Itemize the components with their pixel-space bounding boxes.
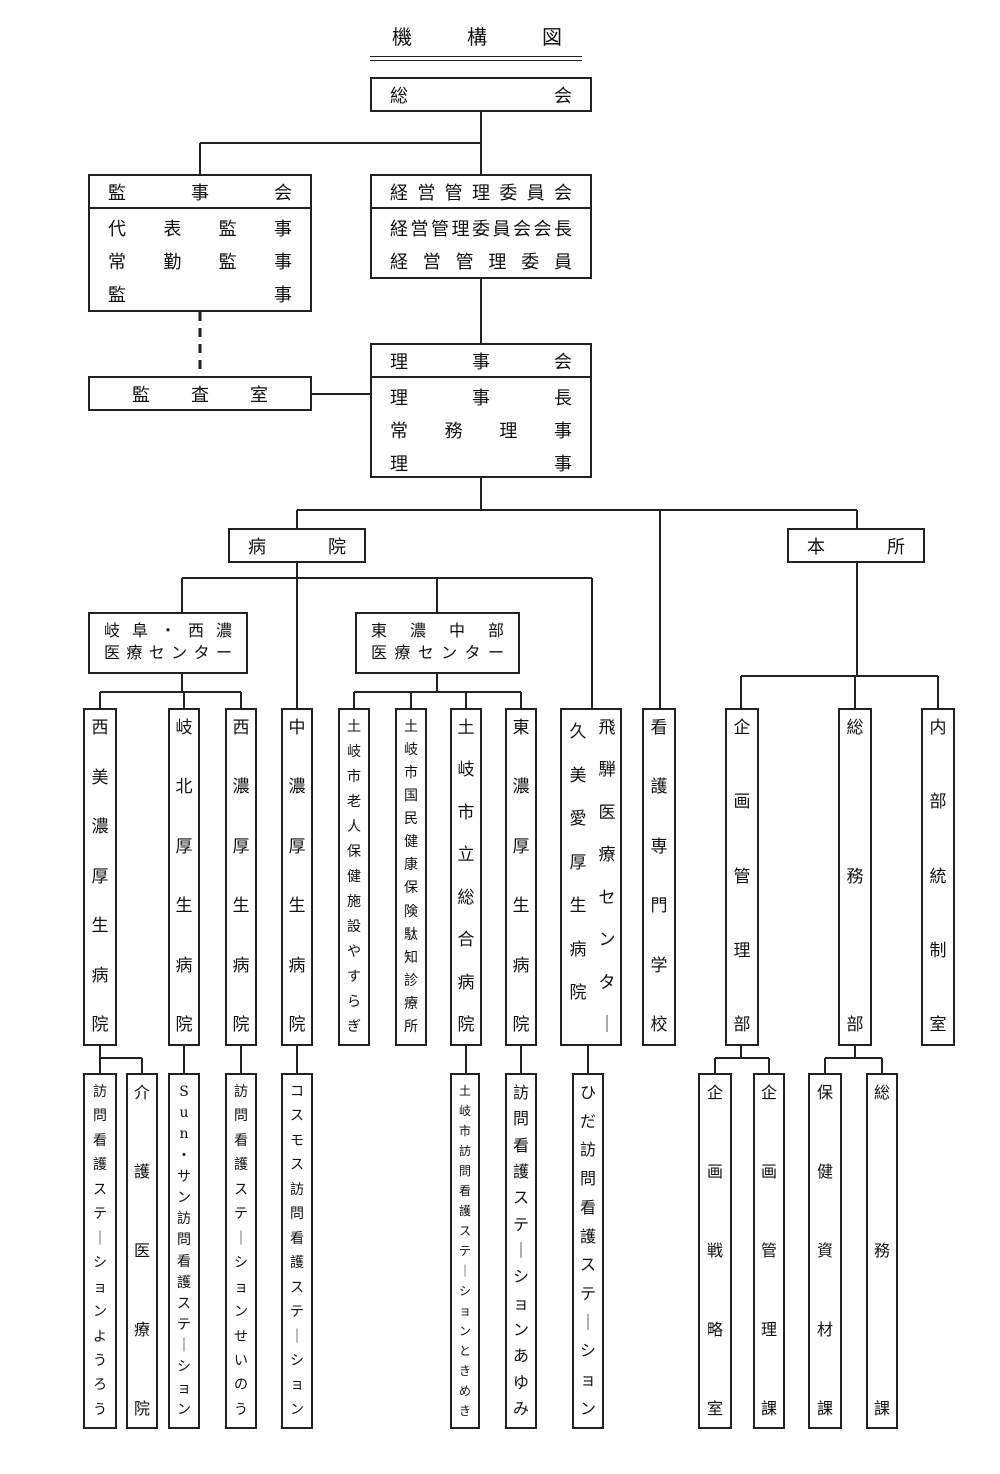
board-member: 常務理事 — [390, 420, 572, 442]
board-member: 理事 — [390, 453, 572, 475]
hospital-group-label: 病院 — [248, 536, 346, 558]
sub-unit-box: コスモス訪問看護ステ｜ション — [281, 1073, 313, 1429]
unit-box: 東濃厚生病院 — [505, 708, 537, 1046]
center-line: 医療センター — [371, 643, 504, 662]
management-member: 経営管理委員会会長 — [390, 218, 572, 240]
unit-box: 看護専門学校 — [642, 708, 676, 1046]
page-title: 機構図 — [392, 24, 562, 49]
sub-unit-box: 企画管理課 — [753, 1073, 785, 1429]
board-header: 理事会 — [372, 345, 590, 378]
audit-office-box: 監査室 — [88, 376, 312, 411]
audit-committee-box: 監事会 代表監事 常勤監事 監事 — [88, 174, 312, 312]
unit-box: 西濃厚生病院 — [225, 708, 257, 1046]
management-member: 経営管理委員 — [390, 251, 572, 273]
center-line: 東濃中部 — [371, 621, 504, 640]
title-underline-2 — [370, 60, 582, 61]
head-office-label: 本所 — [807, 536, 905, 558]
sub-unit-box: ひだ訪問看護ステ｜ション — [572, 1073, 604, 1429]
hospital-group-box: 病院 — [228, 528, 366, 563]
audit-office-label: 監査室 — [132, 384, 268, 406]
management-committee-header: 経営管理委員会 — [372, 176, 590, 209]
head-office-box: 本所 — [787, 528, 925, 563]
tono-chubu-center-box: 東濃中部 医療センター — [355, 612, 520, 674]
general-assembly-label: 総会 — [390, 85, 572, 107]
sub-unit-box: 訪問看護ステ｜ションあゆみ — [505, 1073, 537, 1429]
center-line: 岐阜・西濃 — [104, 621, 232, 640]
audit-member: 常勤監事 — [108, 251, 292, 273]
board-member: 理事長 — [390, 387, 572, 409]
unit-box: 西美濃厚生病院 — [83, 708, 117, 1046]
sub-unit-box: 保健資材課 — [808, 1073, 842, 1429]
title-underline — [370, 56, 582, 57]
unit-box: 土岐市立総合病院 — [450, 708, 482, 1046]
board-box: 理事会 理事長 常務理事 理事 — [370, 343, 592, 478]
unit-box: 企画管理部 — [725, 708, 759, 1046]
unit-box: 土岐市国民健康保険駄知診療所 — [395, 708, 427, 1046]
sub-unit-box: 土岐市訪問看護ステ｜ションときめき — [450, 1073, 480, 1429]
sub-unit-box: 介護医療院 — [126, 1073, 158, 1429]
unit-box: 土岐市老人保健施設やすらぎ — [338, 708, 370, 1046]
sub-unit-box: 訪問看護ステ｜ションようろう — [83, 1073, 117, 1429]
center-line: 医療センター — [104, 643, 232, 662]
unit-box: 岐北厚生病院 — [168, 708, 200, 1046]
unit-box: 中濃厚生病院 — [281, 708, 313, 1046]
general-assembly-box: 総会 — [370, 77, 592, 112]
audit-committee-header: 監事会 — [90, 176, 310, 209]
unit-box-hida: 飛騨医療センタ｜久美愛厚生病院 — [560, 708, 622, 1046]
audit-member: 監事 — [108, 284, 292, 306]
gifu-seino-center-box: 岐阜・西濃 医療センター — [88, 612, 248, 674]
unit-box: 総務部 — [838, 708, 872, 1046]
management-committee-box: 経営管理委員会 経営管理委員会会長 経営管理委員 — [370, 174, 592, 279]
audit-member: 代表監事 — [108, 218, 292, 240]
unit-box: 内部統制室 — [921, 708, 955, 1046]
sub-unit-box: 総務課 — [866, 1073, 898, 1429]
sub-unit-box: 訪問看護ステ｜ションせいのう — [225, 1073, 257, 1429]
sub-unit-box: 企画戦略室 — [698, 1073, 732, 1429]
